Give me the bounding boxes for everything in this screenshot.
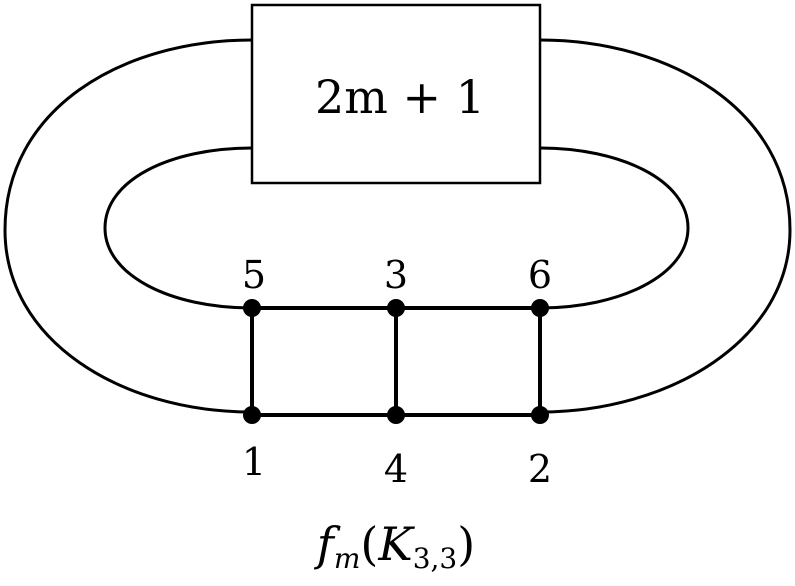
inner-loop-left bbox=[103, 146, 254, 310]
caption-close: ) bbox=[457, 517, 475, 571]
caption: fm(K3,3) bbox=[314, 517, 475, 575]
box-label: 2m + 1 bbox=[315, 70, 485, 124]
vertex-4 bbox=[387, 406, 405, 424]
outer-loop bbox=[3, 38, 254, 414]
caption-open: ( bbox=[360, 517, 378, 571]
inner-loop-right bbox=[538, 146, 690, 310]
vertex-2 bbox=[531, 406, 549, 424]
vertex-label-3: 3 bbox=[384, 253, 408, 297]
vertex-label-5: 5 bbox=[242, 253, 266, 297]
caption-sub: 3,3 bbox=[413, 542, 458, 575]
outer-loop-right bbox=[538, 38, 792, 414]
twist-box bbox=[250, 3, 542, 185]
vertex-5 bbox=[243, 299, 261, 317]
vertex-label-6: 6 bbox=[528, 253, 552, 297]
vertex-label-1: 1 bbox=[242, 440, 266, 484]
vertex-6 bbox=[531, 299, 549, 317]
caption-m: m bbox=[334, 542, 361, 575]
vertex-label-4: 4 bbox=[384, 447, 408, 491]
vertex-label-2: 2 bbox=[528, 447, 552, 491]
vertex-1 bbox=[243, 406, 261, 424]
vertex-3 bbox=[387, 299, 405, 317]
caption-k: K bbox=[377, 517, 415, 571]
